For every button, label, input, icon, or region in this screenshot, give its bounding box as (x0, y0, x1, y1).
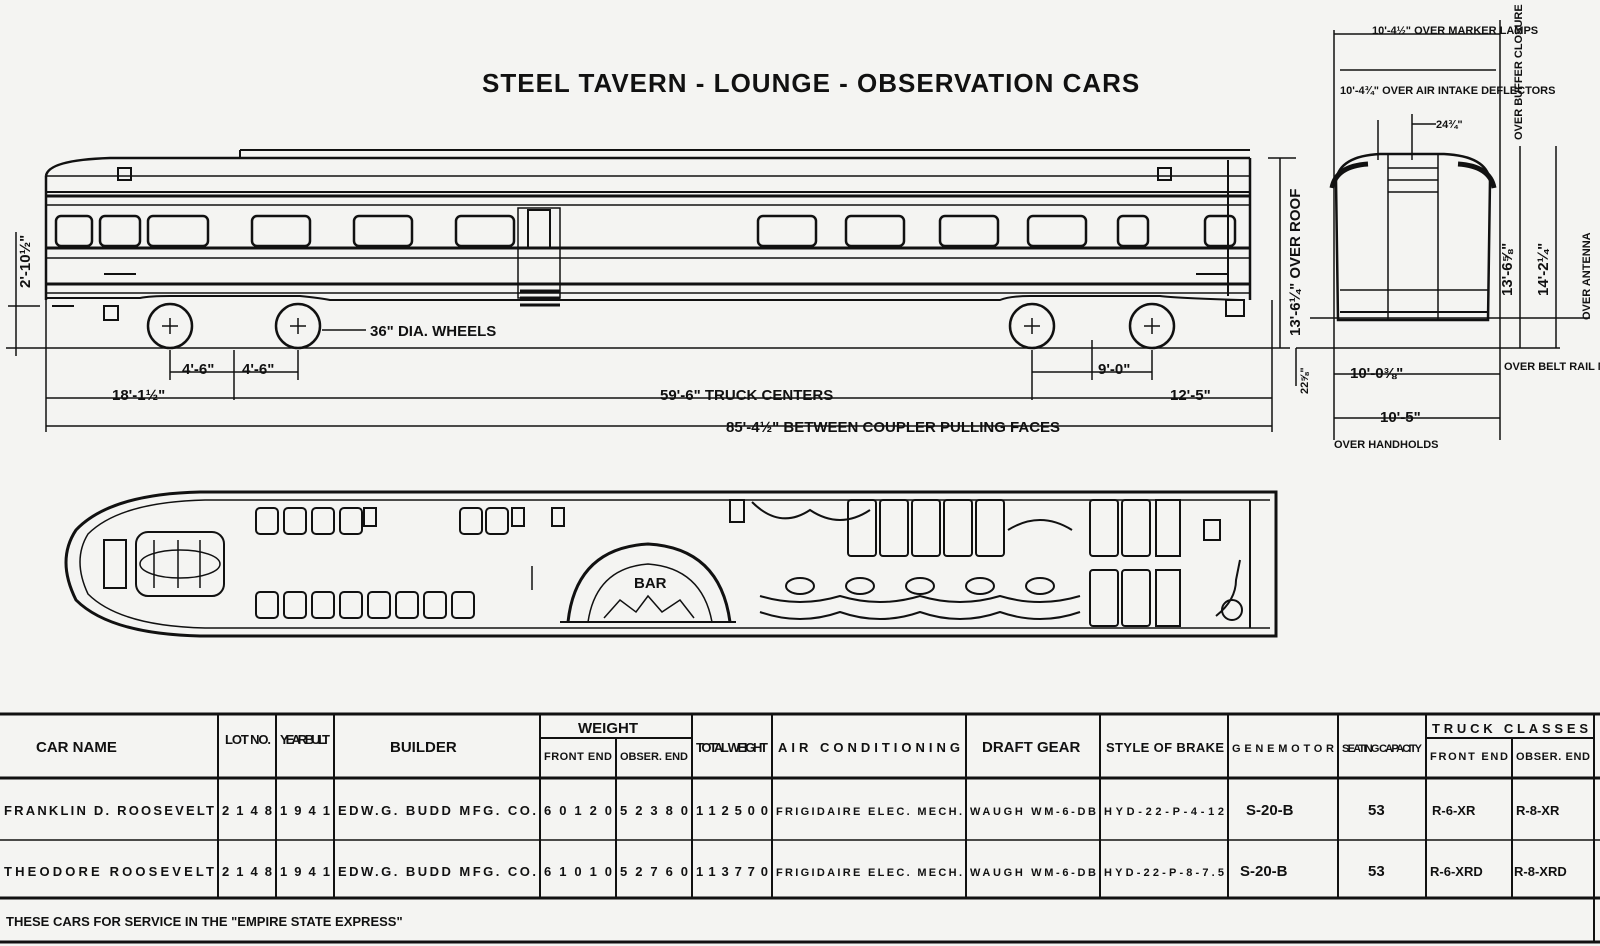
th-truck-front: FRONT END (1430, 751, 1508, 763)
height-b-label: 14'-2¼" (1535, 243, 1552, 296)
overhang-front-label: 18'-1½" (112, 387, 165, 404)
row1-draft-gear: WAUGH WM-6-DB (970, 806, 1096, 818)
th-obser-end: OBSER. END (620, 751, 688, 763)
bar-label: BAR (634, 575, 667, 592)
width-handholds-label: 10'-5" (1380, 409, 1421, 426)
row1-lot: 2148 (222, 803, 272, 818)
drawing-title: STEEL TAVERN - LOUNGE - OBSERVATION CARS (482, 68, 1140, 98)
over-roof-label: 13'-6¼" OVER ROOF (1287, 189, 1304, 336)
row2-builder: EDW.G. BUDD MFG. CO. (338, 864, 536, 879)
row1-total-weight: 112500 (696, 803, 768, 818)
th-genemotor: GENEMOTOR (1232, 743, 1334, 755)
end-elevation (1296, 20, 1590, 440)
row2-car-name: THEODORE ROOSEVELT (4, 864, 214, 879)
th-truck-classes: TRUCK CLASSES (1432, 721, 1588, 736)
row2-seating: 53 (1368, 863, 1385, 880)
wheel-diameter-label: 36" DIA. WHEELS (370, 323, 496, 340)
row1-front-weight: 60120 (544, 803, 612, 818)
row2-total-weight: 113770 (696, 864, 768, 879)
th-air-conditioning: AIR CONDITIONING (778, 740, 960, 755)
height-left-label: 2'-10½" (17, 235, 34, 288)
side-elevation (6, 149, 1290, 356)
wheelbase-b-label: 4'-6" (242, 361, 274, 378)
intake-width-label: 24¾" (1436, 119, 1463, 131)
buffer-closure-label: OVER BUFFER CLOSURE (1513, 4, 1525, 140)
th-draft-gear: DRAFT GEAR (982, 739, 1080, 756)
row1-builder: EDW.G. BUDD MFG. CO. (338, 803, 536, 818)
wheelbase-a-label: 4'-6" (182, 361, 214, 378)
th-lot-no: LOT NO. (225, 732, 271, 747)
row1-air-conditioning: FRIGIDAIRE ELEC. MECH. (776, 806, 962, 818)
truck-centers-label: 59'-6" TRUCK CENTERS (660, 387, 833, 404)
end-dimension-labels: 10'-4½" OVER MARKER LAMPS 10'-4¾" OVER A… (1334, 4, 1600, 451)
th-front-end: FRONT END (544, 751, 612, 763)
row1-car-name: FRANKLIN D. ROOSEVELT (4, 803, 214, 818)
th-weight: WEIGHT (578, 720, 638, 737)
th-total-weight: TOTAL WEIGHT (696, 740, 768, 755)
row1-brake: HYD-22-P-4-12 (1104, 806, 1224, 818)
table-footer-note: THESE CARS FOR SERVICE IN THE "EMPIRE ST… (6, 914, 403, 929)
row2-truck-obser: R-8-XRD (1514, 864, 1567, 879)
wheelbase-c-label: 9'-0" (1098, 361, 1130, 378)
row2-obser-weight: 52760 (620, 864, 688, 879)
air-intake-label: 10'-4¾" OVER AIR INTAKE DEFLECTORS (1340, 85, 1555, 97)
rail-gap-label: 22⅝" (1299, 367, 1311, 394)
belt-rail-label: OVER BELT RAIL MOULDINGS (1504, 361, 1600, 373)
row1-truck-front: R-6-XR (1432, 803, 1476, 818)
th-car-name: CAR NAME (36, 739, 117, 756)
row1-truck-obser: R-8-XR (1516, 803, 1560, 818)
row2-year: 1941 (280, 864, 330, 879)
row2-truck-front: R-6-XRD (1430, 864, 1483, 879)
floor-plan (64, 490, 1278, 638)
row2-air-conditioning: FRIGIDAIRE ELEC. MECH. (776, 867, 962, 879)
th-seating-capacity: SEATING CAPACITY (1342, 743, 1423, 755)
table-row: FRANKLIN D. ROOSEVELT 2148 1941 EDW.G. B… (4, 802, 1560, 819)
row2-brake: HYD-22-P-8-7.5 (1104, 867, 1224, 879)
overhang-rear-label: 12'-5" (1170, 387, 1211, 404)
over-antenna-label: OVER ANTENNA (1581, 232, 1593, 320)
row1-genemotor: S-20-B (1246, 802, 1294, 819)
handholds-label: OVER HANDHOLDS (1334, 439, 1439, 451)
height-a-label: 13'-6⅝" (1499, 243, 1516, 296)
th-year-built: YEAR BUILT (280, 732, 330, 747)
row2-draft-gear: WAUGH WM-6-DB (970, 867, 1096, 879)
row1-year: 1941 (280, 803, 330, 818)
car-data-table (0, 712, 1600, 944)
side-dimension-labels: 2'-10½" 36" DIA. WHEELS 4'-6" 4'-6" 9'-0… (17, 189, 1311, 436)
table-headers: CAR NAME LOT NO. YEAR BUILT BUILDER WEIG… (36, 720, 1590, 763)
th-truck-obser: OBSER. END (1516, 751, 1590, 763)
table-row: THEODORE ROOSEVELT 2148 1941 EDW.G. BUDD… (4, 863, 1567, 880)
row2-genemotor: S-20-B (1240, 863, 1288, 880)
row2-lot: 2148 (222, 864, 272, 879)
marker-lamps-label: 10'-4½" OVER MARKER LAMPS (1372, 25, 1538, 37)
width-belt-label: 10'-0⅜" (1350, 365, 1403, 382)
th-builder: BUILDER (390, 739, 457, 756)
row2-front-weight: 61010 (544, 864, 612, 879)
row1-seating: 53 (1368, 802, 1385, 819)
row1-obser-weight: 52380 (620, 803, 688, 818)
th-style-of-brake: STYLE OF BRAKE (1106, 740, 1224, 755)
side-dimension-lines (45, 157, 1297, 432)
overall-length-label: 85'-4½" BETWEEN COUPLER PULLING FACES (726, 419, 1060, 436)
